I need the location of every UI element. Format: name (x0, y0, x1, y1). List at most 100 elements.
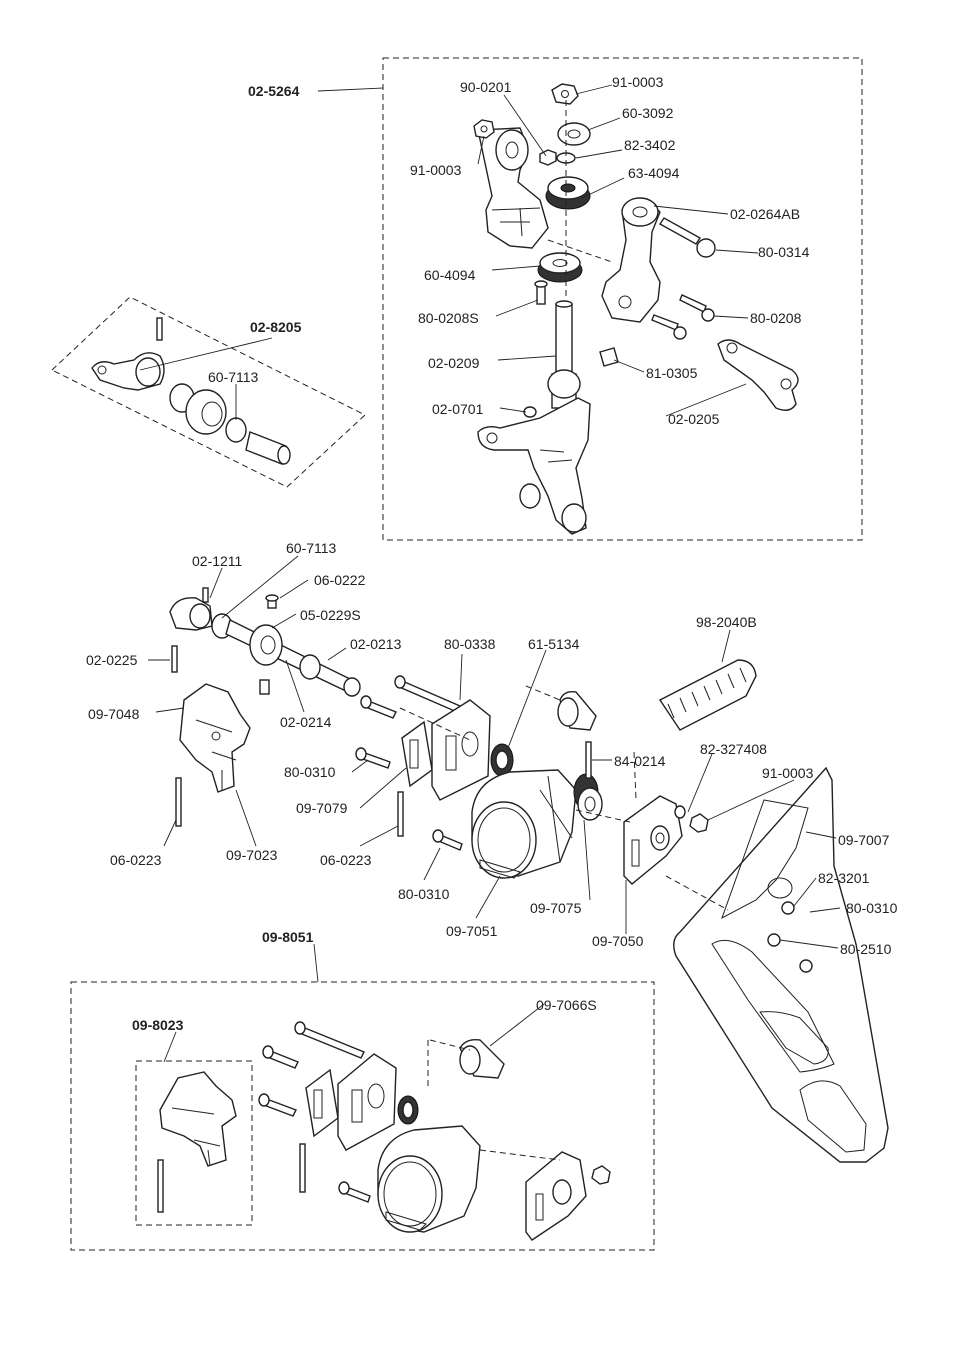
arm-boss (621, 197, 659, 227)
label-06-0223: 06-0223 (320, 852, 372, 868)
label-80-0310: 80-0310 (398, 886, 450, 902)
label-09-7075: 09-7075 (530, 900, 582, 916)
axis-line-mid-d (633, 751, 637, 801)
slider-ball-left (519, 483, 541, 509)
pin-06-0223-right (397, 791, 404, 837)
plate-slot (409, 739, 419, 769)
sleeve-end (277, 445, 291, 465)
bolt-head (258, 1093, 270, 1107)
label-82-327408: 82-327408 (700, 741, 767, 757)
shaft-top (555, 300, 573, 308)
label-09-7050: 09-7050 (592, 933, 644, 949)
label-91-0003: 91-0003 (612, 74, 664, 90)
label-80-0338: 80-0338 (444, 636, 496, 652)
bolt-head (294, 1021, 306, 1035)
gearbox-slot (351, 1089, 363, 1123)
washer-82-327408 (674, 805, 686, 819)
plate-slot (313, 1089, 323, 1119)
housing-detail (539, 775, 573, 863)
label-09-7007: 09-7007 (838, 832, 890, 848)
set-screw (259, 679, 270, 695)
bellcrank-detail (491, 207, 541, 237)
label-06-0222: 06-0222 (314, 572, 366, 588)
label-02-0225: 02-0225 (86, 652, 138, 668)
hub-screw (202, 587, 209, 603)
label-02-0214: 02-0214 (280, 714, 332, 730)
bushing-face (557, 697, 579, 727)
bearing-60-7113-b (225, 417, 247, 443)
nut-hole (561, 90, 569, 98)
bolt-head (394, 675, 406, 689)
leader-lines (139, 84, 841, 1063)
fin-screw (767, 933, 781, 947)
label-80-2510: 80-2510 (840, 941, 892, 957)
axis-line-top-a (547, 239, 613, 263)
hub-boss (135, 357, 161, 387)
hub-collar-bore (201, 401, 223, 427)
fin-screw (799, 959, 813, 973)
screw-80-0208-b (651, 314, 679, 331)
fin-screw (781, 901, 795, 915)
slider-detail (539, 449, 573, 463)
bearing-bore (552, 259, 568, 267)
bearing-face (402, 1101, 414, 1119)
bellcrank-hole (505, 141, 519, 159)
label-09-7079: 09-7079 (296, 800, 348, 816)
hub-arm-hole (97, 365, 107, 375)
tail-pitch-assembly (473, 83, 799, 535)
arm-hole (632, 206, 648, 218)
screw-head (673, 326, 687, 340)
label-02-0213: 02-0213 (350, 636, 402, 652)
housing-notch (385, 1211, 427, 1231)
housing-face-inner (477, 807, 531, 873)
vertical-fin-09-7007 (673, 766, 889, 1163)
part-labels: 02-5264 02-8205 09-8051 09-8023 90-0201 … (86, 74, 898, 1033)
screw-80-0208-a (679, 294, 707, 313)
label-63-4094: 63-4094 (628, 165, 680, 181)
label-80-0208: 80-0208 (750, 310, 802, 326)
bolt-head (338, 1181, 350, 1195)
bearing-02-0214 (299, 654, 321, 680)
pin (157, 1159, 164, 1213)
bolt-head (355, 747, 367, 761)
spacer-81-0305 (599, 347, 619, 367)
hub-boss (189, 603, 211, 629)
belt-teeth (667, 667, 747, 719)
gearbox-hole (461, 731, 479, 757)
bracket-detail (195, 719, 237, 790)
nut (591, 1165, 611, 1185)
nut-91-0003-top (551, 83, 579, 105)
fin-hole (767, 877, 793, 899)
gearbox-plate (431, 699, 491, 801)
pin (156, 317, 163, 341)
bolt-80-0314 (658, 217, 702, 245)
tail-hub-assembly-02-8205 (91, 317, 291, 465)
pin-02-0225 (171, 645, 178, 673)
label-09-7048: 09-7048 (88, 706, 140, 722)
label-98-2040B: 98-2040B (696, 614, 757, 630)
label-09-7051: 09-7051 (446, 923, 498, 939)
shaft-end (343, 677, 361, 697)
nut-91-0003-left (473, 119, 495, 139)
link-hole (726, 342, 738, 354)
bolt-head (360, 695, 372, 709)
slider-hole (486, 432, 498, 444)
label-02-0701: 02-0701 (432, 401, 484, 417)
collar-05-0229S (249, 624, 283, 666)
pulley-face (577, 787, 603, 821)
group-label-02-5264: 02-5264 (248, 83, 300, 99)
housing-face (377, 1155, 443, 1233)
label-91-0003: 91-0003 (762, 765, 814, 781)
belt-98-2040B (658, 659, 757, 731)
label-60-4094: 60-4094 (424, 267, 476, 283)
label-90-0201: 90-0201 (460, 79, 512, 95)
bolt-head (696, 238, 716, 258)
plate-09-7079 (401, 720, 433, 788)
plate-hole (655, 832, 665, 844)
shaft-02-0209 (555, 303, 573, 381)
bolt-80-0338 (396, 679, 461, 713)
plate-boss (650, 825, 670, 851)
label-81-0305: 81-0305 (646, 365, 698, 381)
housing-notch (479, 859, 521, 879)
axis-line-mid-e (665, 875, 729, 911)
